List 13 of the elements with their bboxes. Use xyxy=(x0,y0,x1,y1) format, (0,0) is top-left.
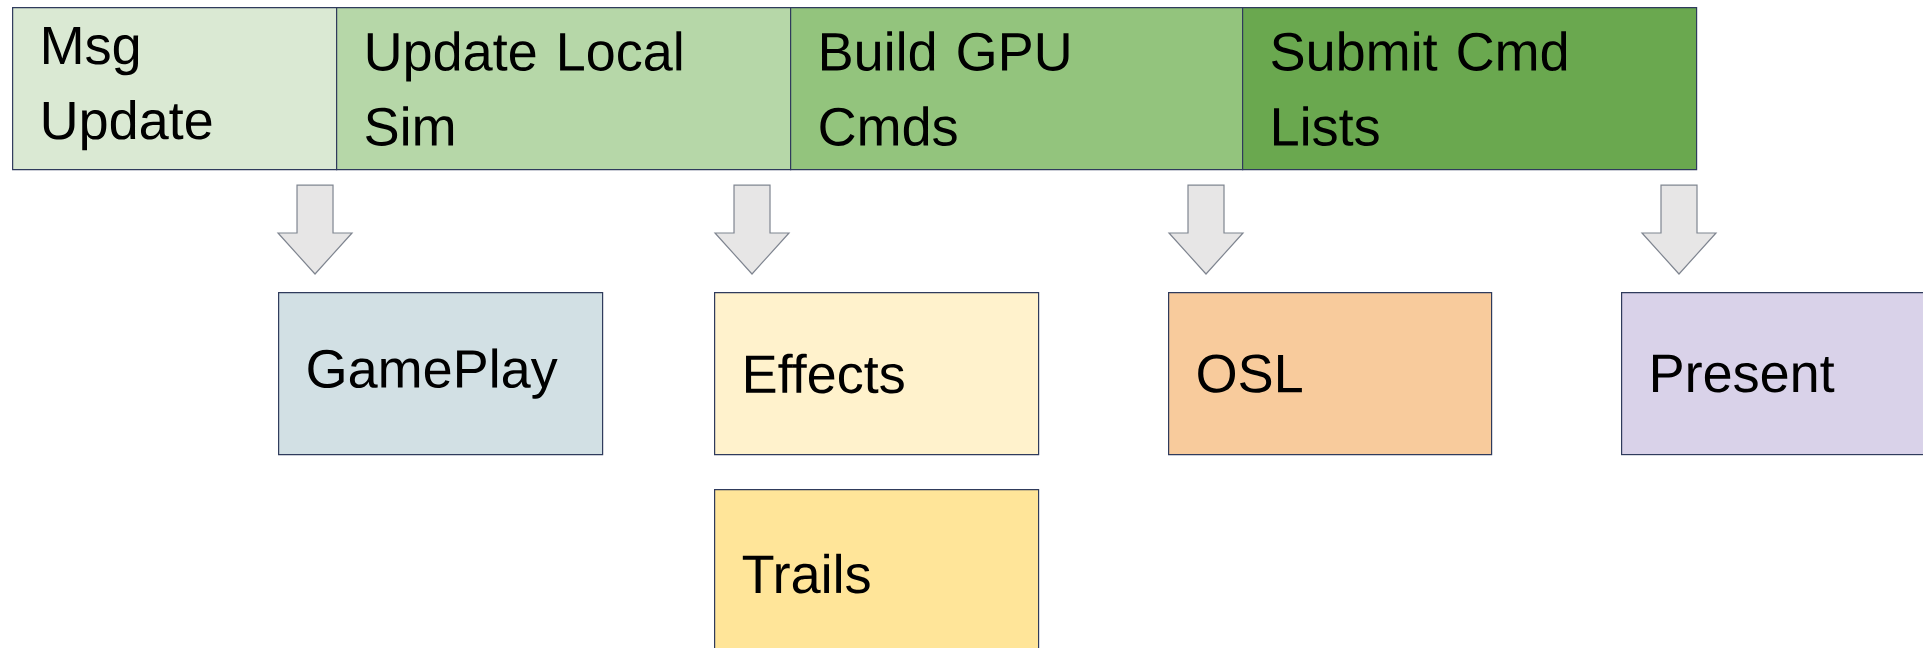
stage-box: Msg Update xyxy=(12,7,338,171)
task-box: OSL xyxy=(1168,292,1493,456)
stage-box: Update Local Sim xyxy=(336,7,792,171)
task-box: GamePlay xyxy=(278,292,604,456)
block-arrow xyxy=(713,184,791,275)
stage-box: Build GPU Cmds xyxy=(790,7,1244,171)
task-box: Trails xyxy=(714,489,1040,648)
stage-box: Submit Cmd Lists xyxy=(1242,7,1698,171)
block-arrow xyxy=(1640,184,1718,275)
block-arrow xyxy=(1167,184,1245,275)
task-box: Present xyxy=(1621,292,1923,456)
block-arrow xyxy=(276,184,354,275)
task-box: Effects xyxy=(714,292,1040,456)
